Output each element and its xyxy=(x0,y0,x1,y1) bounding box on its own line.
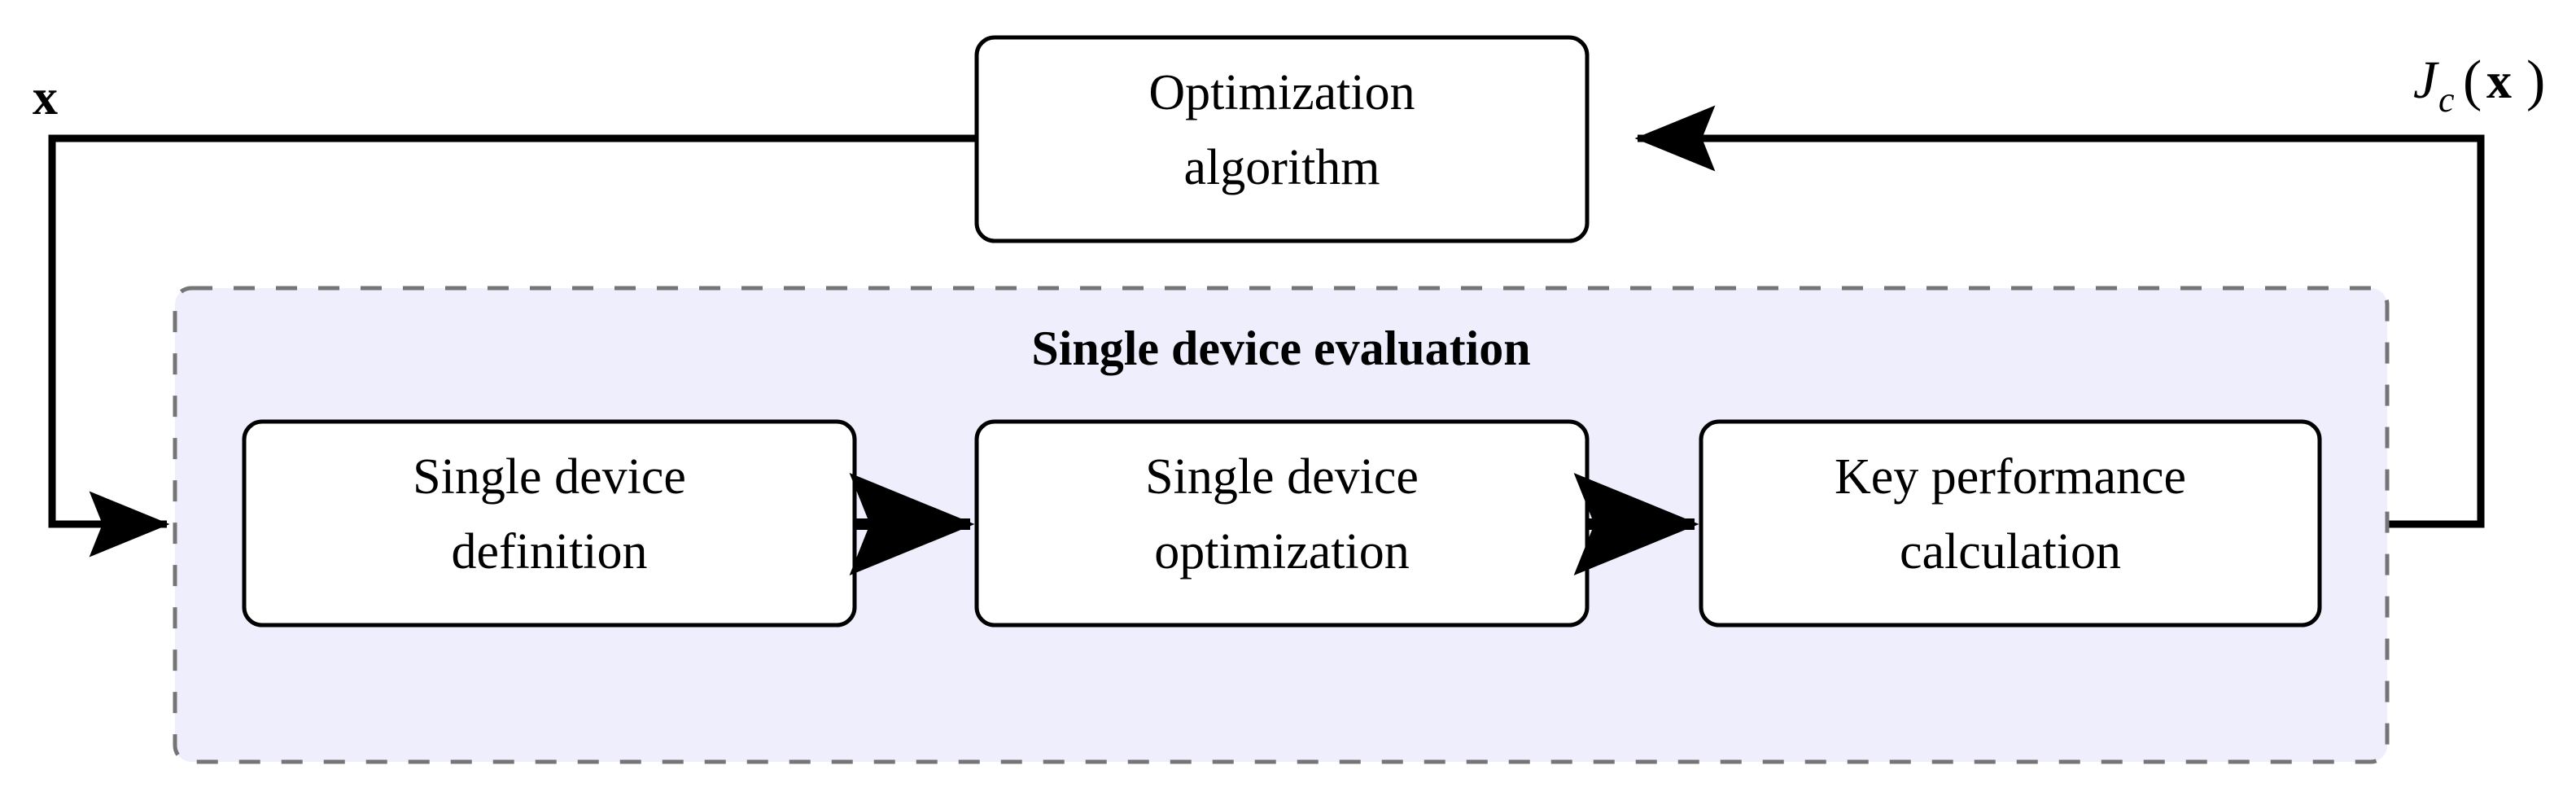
objective-paren-open-glyph: ( xyxy=(2463,50,2482,112)
objective-subscript-glyph: c xyxy=(2438,80,2455,120)
key-performance-calculation-label-line2: calculation xyxy=(1900,524,2121,580)
optimization-algorithm-box[interactable] xyxy=(974,35,1590,243)
single-device-definition-label-line2: definition xyxy=(451,524,647,580)
key-performance-calculation-label-line1: Key performance xyxy=(1835,449,2186,505)
edge-label-objective-function: J c ( x ) xyxy=(2413,50,2545,120)
single-device-optimization-label-line1: Single device xyxy=(1145,449,1419,505)
edge-label-input-variable: x xyxy=(33,70,58,125)
single-device-definition-label-line1: Single device xyxy=(413,449,686,505)
feedback-arrow-left xyxy=(48,134,977,558)
node-key-performance-calculation[interactable]: Key performance calculation xyxy=(1699,419,2322,628)
objective-J-glyph: J xyxy=(2413,50,2439,110)
edge-algorithm-to-definition xyxy=(48,134,977,558)
objective-argument-glyph: x xyxy=(2486,54,2512,109)
optimization-algorithm-label-line1: Optimization xyxy=(1148,65,1415,120)
node-optimization-algorithm[interactable]: Optimization algorithm xyxy=(974,35,1590,243)
feedback-arrow-right xyxy=(1634,105,2485,528)
optimization-algorithm-label-line2: algorithm xyxy=(1183,140,1380,195)
group-title: Single device evaluation xyxy=(1031,321,1530,375)
node-single-device-optimization[interactable]: Single device optimization xyxy=(974,419,1590,628)
objective-paren-close-glyph: ) xyxy=(2526,50,2545,112)
node-single-device-definition[interactable]: Single device definition xyxy=(242,419,857,628)
edge-keyperf-to-algorithm xyxy=(1634,105,2485,528)
single-device-optimization-label-line2: optimization xyxy=(1154,524,1409,580)
key-performance-calculation-box[interactable] xyxy=(1699,419,2322,628)
